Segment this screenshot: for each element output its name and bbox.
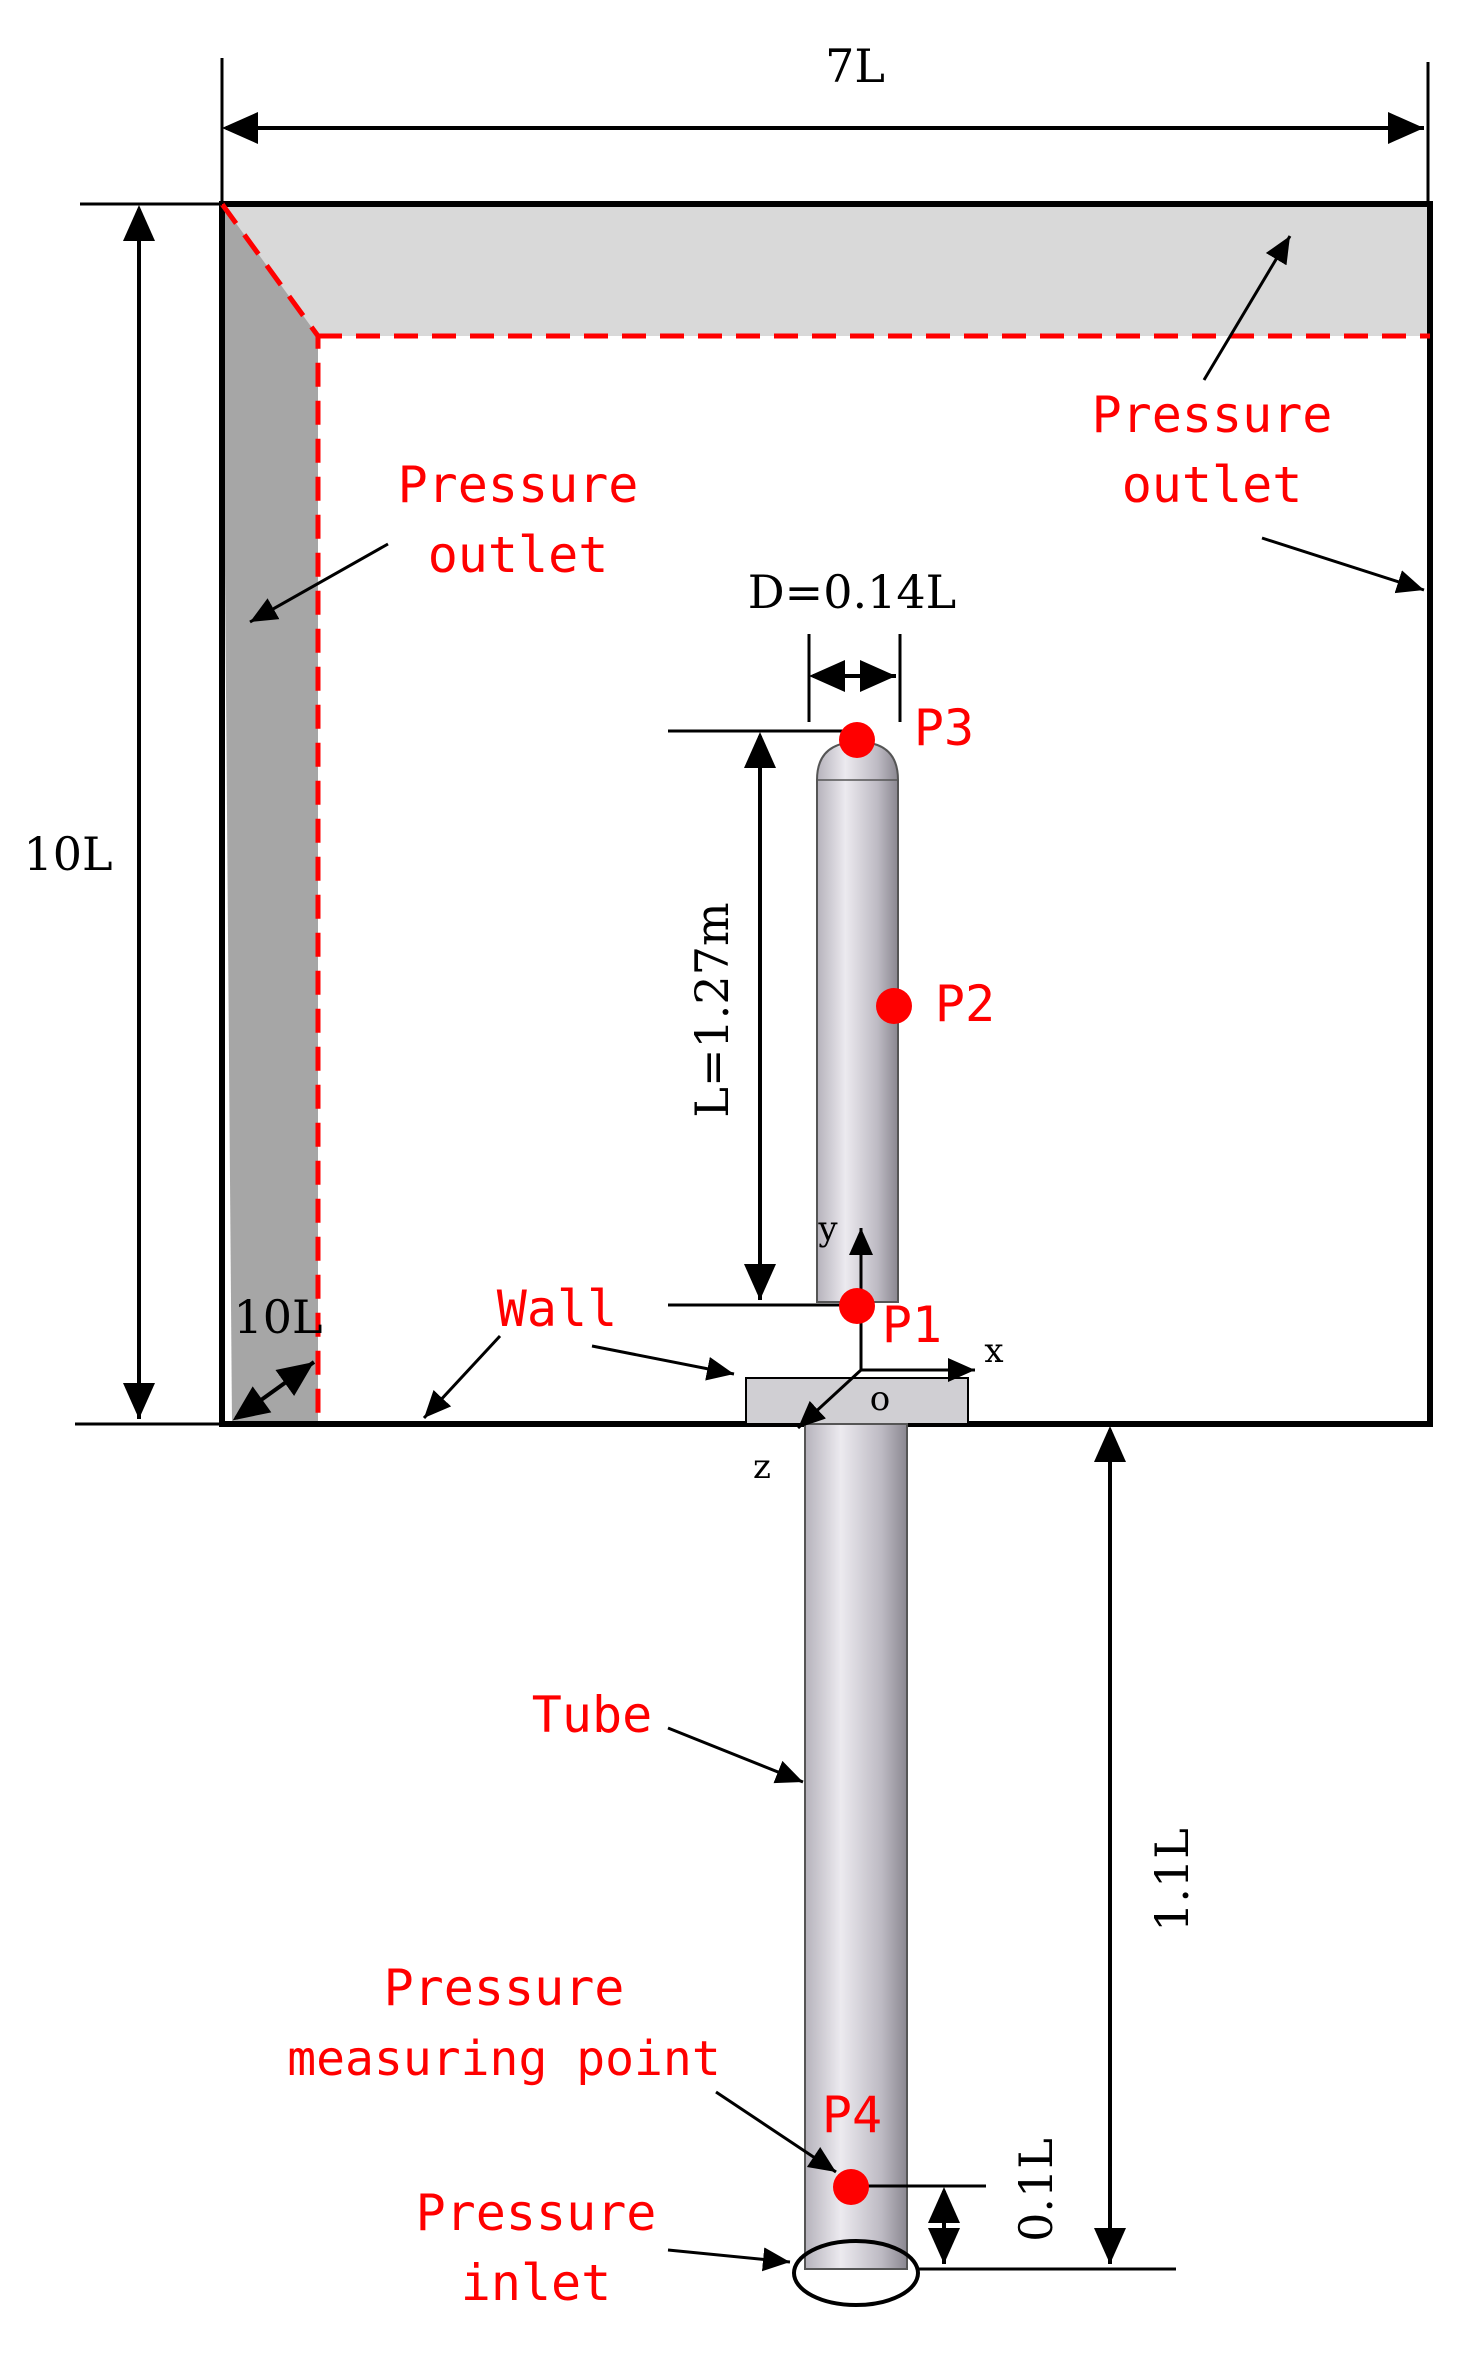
point-p2-marker bbox=[876, 988, 912, 1024]
dim-10L-label: 10L bbox=[23, 827, 112, 881]
point-p3-marker bbox=[839, 722, 875, 758]
tube-label: Tube bbox=[532, 1686, 652, 1744]
dim-1-1L-label: 1.1L bbox=[1145, 1828, 1199, 1932]
measuring-pointer bbox=[715, 2090, 837, 2174]
outlet-right-label-1: Pressure bbox=[1092, 386, 1333, 444]
dim-depth-label: 10L bbox=[233, 1290, 322, 1344]
origin-label: o bbox=[870, 1379, 890, 1419]
wall-pointer-plate bbox=[591, 1344, 735, 1381]
dim-depth-line bbox=[232, 1360, 316, 1421]
measuring-label-2: measuring point bbox=[287, 2031, 720, 2087]
point-p4-marker bbox=[833, 2169, 869, 2205]
outlet-right-pointer-top bbox=[1202, 235, 1292, 381]
dim-D-label: D=0.14L bbox=[748, 565, 956, 619]
axis-x-label: x bbox=[984, 1331, 1003, 1371]
axis-y-label: y bbox=[817, 1209, 838, 1249]
axis-z-arrow bbox=[796, 1368, 863, 1430]
tube-body bbox=[804, 1423, 908, 2270]
point-p1-marker bbox=[839, 1288, 875, 1324]
point-p3-label: P3 bbox=[914, 699, 974, 757]
dim-L-label: L=1.27m bbox=[685, 902, 739, 1117]
base-plate bbox=[745, 1377, 969, 1425]
wall-label: Wall bbox=[497, 1280, 617, 1338]
point-p1-label: P1 bbox=[882, 1296, 942, 1354]
outlet-right-label-2: outlet bbox=[1122, 456, 1303, 514]
wall-pointer-floor bbox=[422, 1334, 502, 1420]
dim-0-1L-label: 0.1L bbox=[1009, 2138, 1063, 2242]
inlet-pointer bbox=[667, 2247, 791, 2272]
top-outlet-face bbox=[222, 204, 1430, 336]
left-outlet-face bbox=[222, 204, 318, 1424]
inlet-label-2: inlet bbox=[461, 2254, 612, 2312]
point-p4-label: P4 bbox=[822, 2086, 882, 2144]
outlet-left-label-1: Pressure bbox=[398, 456, 639, 514]
inlet-label-1: Pressure bbox=[416, 2184, 657, 2242]
dim-7L-label: 7L bbox=[825, 39, 885, 93]
outlet-right-pointer-side bbox=[1261, 536, 1425, 594]
axis-z-label: z bbox=[753, 1447, 771, 1487]
outlet-left-pointer bbox=[249, 542, 389, 624]
tube-pointer bbox=[667, 1726, 804, 1784]
outlet-left-label-2: outlet bbox=[428, 526, 609, 584]
point-p2-label: P2 bbox=[935, 975, 995, 1033]
inlet-ellipse bbox=[792, 2239, 920, 2307]
measuring-label-1: Pressure bbox=[384, 1959, 625, 2017]
